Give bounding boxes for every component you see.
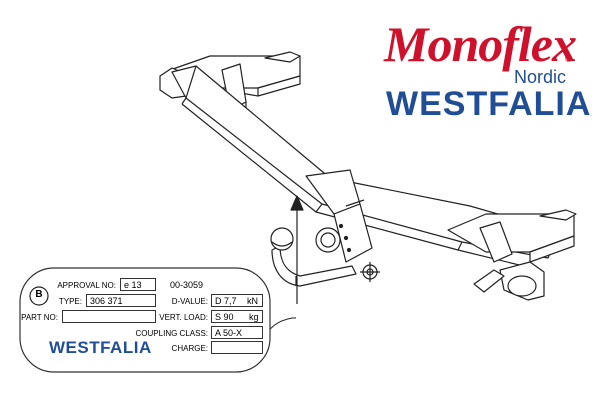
vert-load-value: S 90	[215, 312, 234, 322]
approval-prefix-field: e 13	[120, 278, 156, 291]
approval-number: 00-3059	[170, 280, 204, 290]
approval-no-label: APPROVAL NO:	[57, 281, 116, 290]
plate-westfalia-logo: WESTFALIA	[49, 338, 152, 357]
d-value-field: D 7,7	[211, 294, 263, 307]
charge-label: CHARGE:	[171, 344, 208, 353]
vert-load-label: VERT. LOAD:	[159, 313, 208, 322]
d-value: D 7,7	[215, 296, 237, 306]
center-bracket	[305, 169, 373, 263]
part-no-field	[62, 310, 156, 323]
approval-badge-letter: B	[35, 289, 43, 300]
coupling-class-field: A 50-X	[211, 326, 263, 339]
registered-mark: ®	[565, 54, 573, 65]
part-no-label: PART NO:	[21, 313, 58, 322]
type-label: TYPE:	[58, 297, 82, 306]
type-field: 306 371	[86, 294, 156, 307]
coupling-class-label: COUPLING CLASS:	[135, 329, 208, 338]
right-mounting-bracket	[447, 209, 577, 301]
pointer-arrow	[290, 195, 304, 304]
tow-ball-arm	[270, 227, 380, 287]
westfalia-logo: WESTFALIA	[386, 85, 592, 123]
vert-load-unit: kg	[249, 312, 259, 322]
d-value-label: D-VALUE:	[171, 297, 208, 306]
charge-field	[211, 341, 263, 354]
approval-badge-circle	[29, 286, 49, 306]
nordic-label: Nordic	[514, 67, 567, 87]
d-value-unit: kN	[247, 296, 258, 306]
vert-load-field: S 90	[211, 310, 263, 323]
monoflex-logo: Monoflex	[384, 16, 577, 72]
